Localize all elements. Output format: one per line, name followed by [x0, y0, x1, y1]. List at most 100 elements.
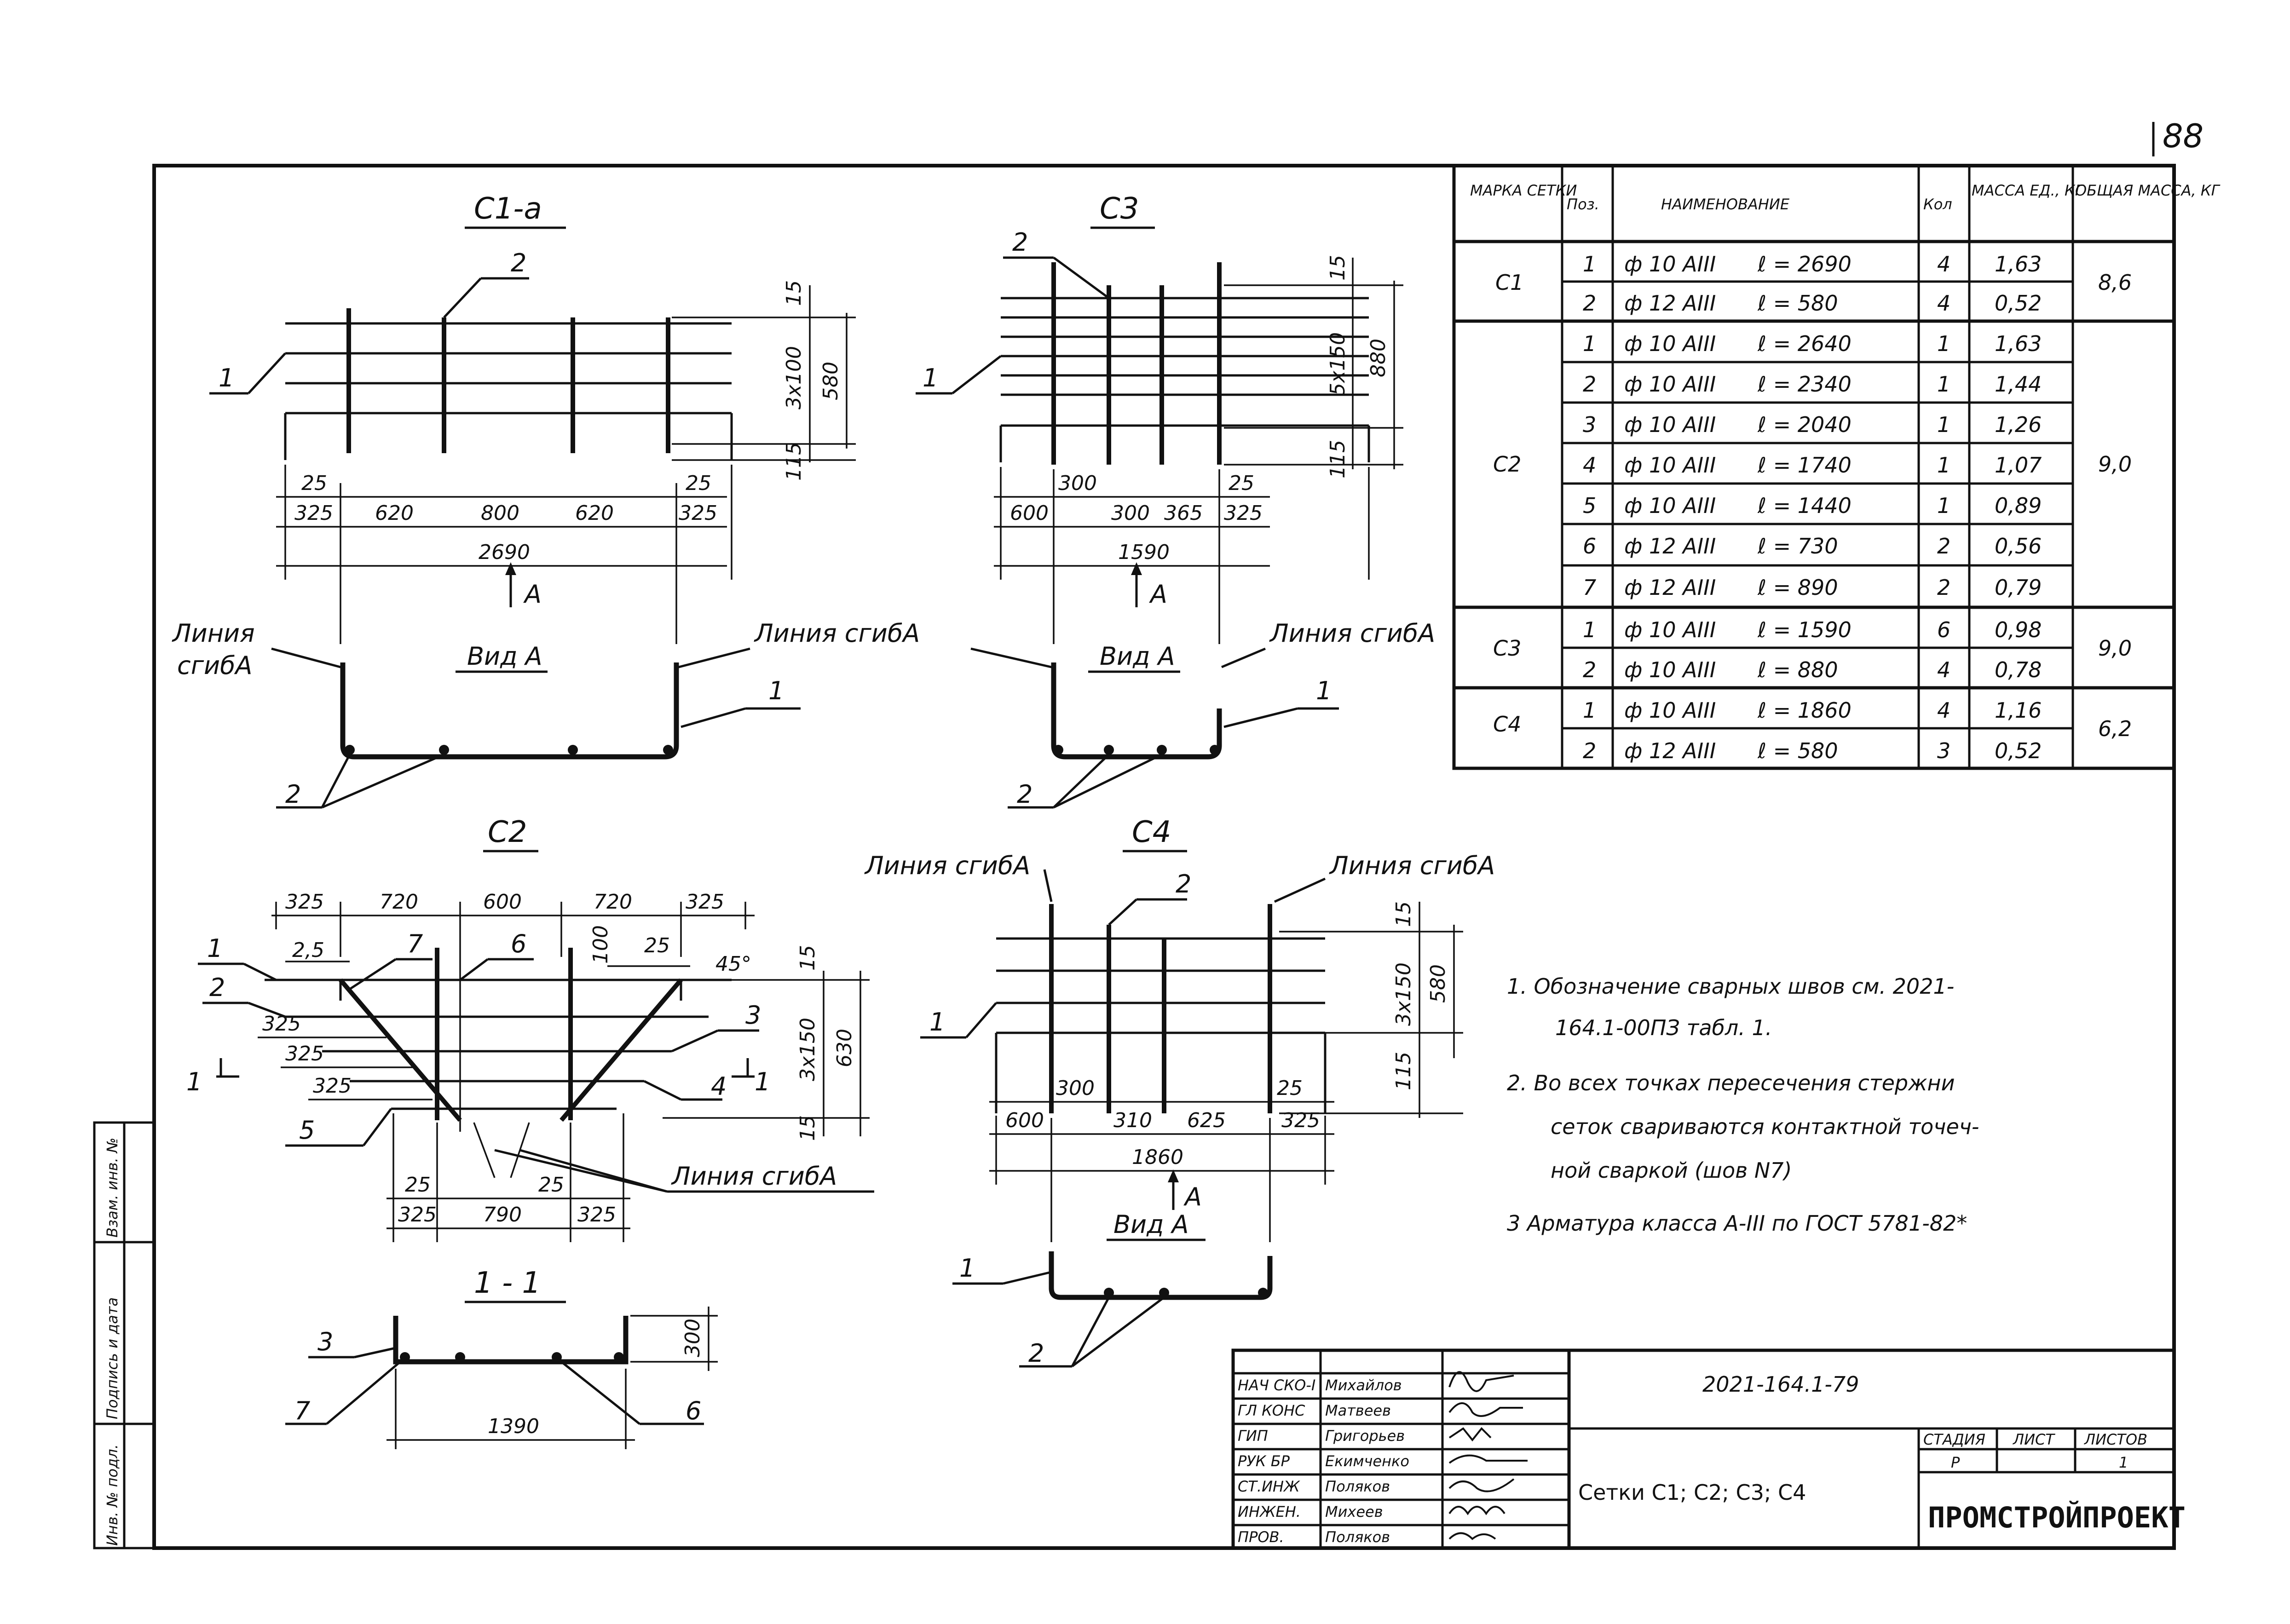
- c2-dim-325-b2: 325: [577, 1203, 616, 1227]
- c1-bend-left-2: сгибA: [177, 651, 252, 680]
- svg-text:0,56: 0,56: [1995, 534, 2042, 559]
- c3-leader-1: 1: [1316, 676, 1332, 705]
- note-line-6: 3 Арматура класса A-III по ГОСТ 5781-82*: [1507, 1211, 1967, 1236]
- c1-dim-25-right: 25: [686, 472, 711, 495]
- spec-total-c3: 9,0: [2098, 636, 2132, 661]
- svg-text:ф 10 AIII: ф 10 AIII: [1624, 252, 1716, 276]
- spec-row: 6 ф 12 AIII ℓ = 730 2 0,56: [1583, 534, 2042, 559]
- svg-text:5: 5: [1583, 493, 1596, 518]
- c4-dim-580: 580: [1426, 964, 1450, 1003]
- c1-bend-left-1: Линия: [172, 619, 255, 648]
- svg-text:4: 4: [1937, 657, 1950, 682]
- section-1-1: 1 - 1 300 1390 3 7 6: [285, 1266, 718, 1449]
- c1-dim-800: 800: [481, 501, 519, 525]
- c4-leader-2: 2: [1028, 1339, 1044, 1368]
- svg-text:2: 2: [1583, 657, 1596, 682]
- spec-row: 2 ф 10 AIII ℓ = 2340 1 1,44: [1583, 372, 2042, 397]
- sec11-pos-3: 3: [317, 1327, 333, 1356]
- svg-text:ф 10 AIII: ф 10 AIII: [1624, 412, 1716, 437]
- c2-bend-line: Линия сгибA: [671, 1162, 837, 1191]
- svg-text:2: 2: [1937, 575, 1950, 600]
- spec-row: 1 ф 10 AIII ℓ = 2690 4 1,63: [1583, 252, 2042, 276]
- svg-text:ℓ = 2040: ℓ = 2040: [1757, 412, 1852, 437]
- tb-sheets-value: 1: [2119, 1454, 2128, 1471]
- svg-text:2: 2: [1937, 534, 1950, 559]
- svg-text:1,26: 1,26: [1995, 412, 2042, 437]
- side-stamp: Инв. № подл. Подпись и дата Взам. инв. №: [93, 1121, 156, 1549]
- tb-sheets-header: ЛИСТОВ: [2084, 1431, 2147, 1448]
- view-c4-title: C4: [1132, 815, 1171, 849]
- c2-dim-630: 630: [833, 1029, 856, 1067]
- tb-name-1: Михайлов: [1325, 1376, 1402, 1394]
- svg-text:6: 6: [1583, 534, 1596, 559]
- c2-angle-45: 45°: [715, 952, 751, 976]
- c2-dim-100: 100: [589, 925, 612, 964]
- tb-name-3: Григорьев: [1325, 1427, 1405, 1445]
- c3-arrow-a: A: [1149, 580, 1167, 609]
- c3-pos-1: 1: [923, 363, 938, 392]
- c2-dim-25-small: 25: [644, 934, 670, 957]
- c3-leader-2: 2: [1017, 780, 1033, 809]
- spec-row: 1 ф 10 AIII ℓ = 1590 6 0,98: [1583, 617, 2042, 642]
- c1-arrow-a: A: [523, 580, 542, 609]
- c2-dim-600: 600: [483, 890, 522, 914]
- tb-role-1: НАЧ СКО-I: [1238, 1376, 1315, 1394]
- c2-dim-25-b1: 25: [405, 1173, 431, 1197]
- spec-total-c1: 8,6: [2098, 270, 2132, 295]
- page-number: 88: [2163, 117, 2203, 155]
- c1-dim-115: 115: [782, 442, 806, 481]
- c4-dim-325: 325: [1281, 1109, 1320, 1132]
- svg-text:ℓ = 1860: ℓ = 1860: [1757, 698, 1852, 723]
- svg-text:1: 1: [1583, 698, 1596, 723]
- sec11-pos-7: 7: [294, 1396, 310, 1425]
- c4-dim-625: 625: [1187, 1109, 1226, 1132]
- svg-text:2: 2: [1583, 372, 1596, 397]
- svg-text:ℓ = 1740: ℓ = 1740: [1757, 453, 1852, 478]
- note-line-4: сеток свариваются контактной точеч-: [1551, 1114, 1979, 1139]
- tb-name-4: Екимченко: [1325, 1452, 1409, 1470]
- tb-role-5: СТ.ИНЖ: [1238, 1478, 1300, 1495]
- view-c3-title: C3: [1100, 192, 1139, 226]
- svg-text:1,44: 1,44: [1995, 372, 2042, 397]
- c1-dim-325-left: 325: [294, 501, 333, 525]
- spec-row: 1 ф 10 AIII ℓ = 1860 4 1,16: [1583, 698, 2042, 723]
- svg-text:1: 1: [1937, 372, 1950, 397]
- c2-dim-3x150: 3x150: [796, 1018, 819, 1081]
- svg-text:0,89: 0,89: [1995, 493, 2042, 518]
- c4-dim-115: 115: [1392, 1052, 1415, 1090]
- svg-text:1: 1: [1583, 331, 1596, 356]
- svg-text:ф 10 AIII: ф 10 AIII: [1624, 372, 1716, 397]
- title-block: НАЧ СКО-I ГЛ КОНС ГИП РУК БР СТ.ИНЖ ИНЖЕ…: [1231, 1348, 2186, 1550]
- svg-text:4: 4: [1937, 291, 1950, 316]
- c3-bend-right: Линия сгибA: [1269, 619, 1435, 648]
- c1-dim-3x100: 3x100: [782, 346, 806, 409]
- c2-pos-2: 2: [209, 973, 225, 1002]
- c4-pos-2: 2: [1176, 870, 1191, 898]
- c4-dim-600: 600: [1005, 1109, 1044, 1132]
- c3-dim-5x150: 5x150: [1326, 332, 1350, 396]
- svg-text:ℓ = 1440: ℓ = 1440: [1757, 493, 1852, 518]
- c4-dim-1860: 1860: [1132, 1146, 1183, 1169]
- c4-arrow-a: A: [1183, 1182, 1202, 1211]
- c2-pos-4: 4: [711, 1072, 727, 1101]
- svg-text:ℓ = 890: ℓ = 890: [1757, 575, 1838, 600]
- svg-text:ℓ = 880: ℓ = 880: [1757, 657, 1838, 682]
- svg-text:0,78: 0,78: [1995, 657, 2042, 682]
- svg-text:1: 1: [1937, 453, 1950, 478]
- spec-row: 2 ф 12 AIII ℓ = 580 3 0,52: [1583, 738, 2042, 763]
- view-c2-title: C2: [488, 815, 527, 849]
- note-line-5: ной сваркой (шов N7): [1551, 1158, 1792, 1183]
- tb-stage-value: Р: [1951, 1454, 1960, 1471]
- svg-text:7: 7: [1583, 575, 1596, 600]
- c4-dim-310: 310: [1113, 1109, 1152, 1132]
- c3-dim-1590: 1590: [1118, 541, 1170, 564]
- svg-text:ℓ = 2690: ℓ = 2690: [1757, 252, 1852, 276]
- tb-role-7: ПРОВ.: [1238, 1528, 1284, 1546]
- tb-stage-header: СТАДИЯ: [1923, 1431, 1985, 1448]
- tb-doc-title: Сетки С1; С2; С3; С4: [1578, 1480, 1806, 1505]
- c1-pos-2: 2: [511, 248, 526, 277]
- svg-text:4: 4: [1937, 252, 1950, 276]
- c4-dim-300: 300: [1056, 1077, 1095, 1100]
- c2-dim-325-l3: 325: [313, 1074, 352, 1098]
- svg-text:ф 10 AIII: ф 10 AIII: [1624, 617, 1716, 642]
